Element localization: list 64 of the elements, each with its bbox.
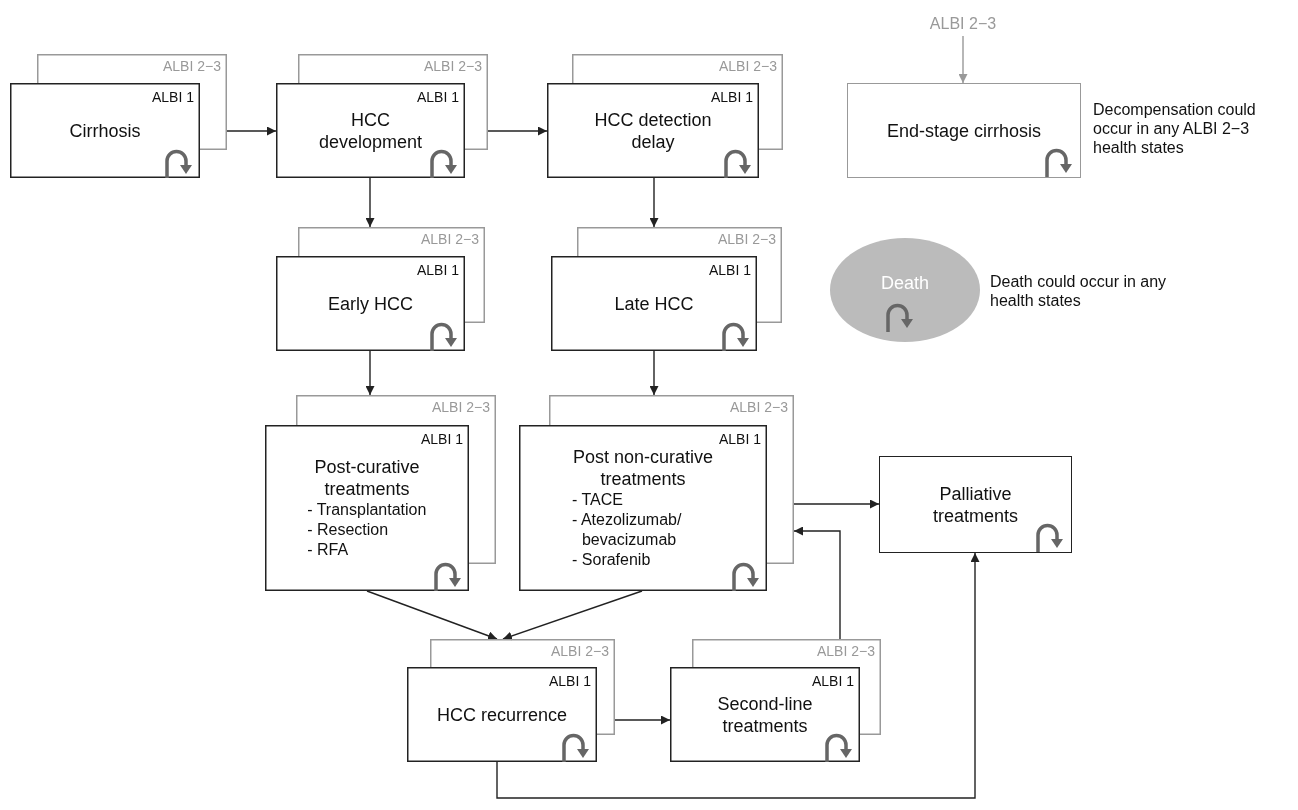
state-label: ALBI 2−3: [432, 399, 490, 415]
stacked-state-box: [670, 639, 881, 762]
state-label: ALBI 2−3: [424, 58, 482, 74]
stacked-state-box: [276, 54, 488, 178]
stacked-state-box: [407, 639, 615, 762]
state-label: ALBI 2−3: [719, 58, 777, 74]
arrow: [496, 552, 980, 799]
stacked-state-box: [10, 54, 227, 178]
note-text: Death could occur in any health states: [990, 272, 1168, 310]
arrow: [614, 715, 671, 725]
arrow: [793, 526, 841, 640]
state-name: Second-line treatments: [716, 692, 814, 737]
stacked-state-box: [276, 227, 485, 351]
state-label: ALBI 2−3: [163, 58, 221, 74]
state-name: End-stage cirrhosis: [885, 119, 1043, 142]
state-name: HCC detection delay: [593, 108, 713, 153]
arrow: [649, 350, 659, 396]
state-label: ALBI 2−3: [718, 231, 776, 247]
state-label: ALBI 1: [718, 431, 761, 447]
state-label: ALBI 1: [710, 89, 753, 105]
state-name: Death: [879, 272, 930, 294]
list-item: - RFA: [307, 540, 349, 560]
stacked-state-box: [551, 227, 782, 351]
state-box: [879, 456, 1072, 553]
state-name: Late HCC: [613, 292, 695, 315]
state-name: Palliative treatments: [931, 482, 1019, 527]
state-label: ALBI 1: [708, 262, 751, 278]
state-label: ALBI 1: [416, 89, 459, 105]
list-item: - Atezolizumab/ bevacizumab: [572, 510, 683, 550]
arrow: [226, 126, 277, 136]
list-item: - Resection: [307, 520, 389, 540]
list-item: - Transplantation: [307, 500, 427, 520]
arrow: [958, 35, 968, 84]
state-label: ALBI 1: [811, 673, 854, 689]
state-name: HCC development: [317, 108, 424, 153]
state-label: ALBI 2−3: [421, 231, 479, 247]
state-label: ALBI 1: [151, 89, 194, 105]
list-item: - TACE: [572, 490, 624, 510]
arrow: [649, 177, 659, 228]
state-label: ALBI 1: [548, 673, 591, 689]
state-name: Early HCC: [327, 292, 414, 315]
state-ellipse: [830, 238, 980, 342]
state-name: Post non-curative treatments: [571, 446, 715, 490]
arrow: [365, 350, 375, 396]
state-label: ALBI 2−3: [913, 12, 1013, 36]
state-label: ALBI 1: [420, 431, 463, 447]
state-name: Cirrhosis: [68, 119, 142, 142]
arrow: [502, 590, 643, 641]
stacked-state-box: [547, 54, 783, 178]
state-label: ALBI 2−3: [817, 643, 875, 659]
state-box: [847, 83, 1081, 178]
arrow: [366, 590, 498, 641]
state-label: ALBI 2−3: [730, 399, 788, 415]
arrow: [793, 499, 880, 509]
state-label: ALBI 2−3: [551, 643, 609, 659]
state-name: Post-curative treatments: [313, 456, 421, 500]
stacked-state-box: [265, 395, 496, 591]
stacked-state-box: [519, 395, 794, 591]
state-label: ALBI 1: [416, 262, 459, 278]
note-text: Decompensation could occur in any ALBI 2−3 health states: [1093, 100, 1257, 157]
list-item: - Sorafenib: [572, 550, 651, 570]
arrow: [487, 126, 548, 136]
state-name: HCC recurrence: [435, 703, 568, 726]
arrow: [365, 177, 375, 228]
